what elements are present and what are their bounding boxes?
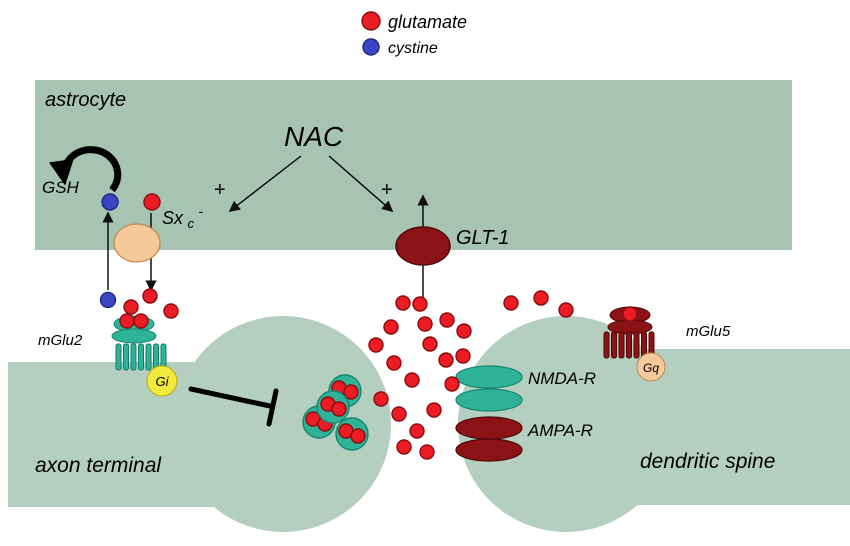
sxc-label-superscript: - — [198, 203, 203, 219]
inhibition-bar — [266, 388, 279, 427]
inhibition-tbar — [188, 386, 279, 427]
sxc-label: Sx c - — [162, 203, 203, 232]
plus-left-label: + — [214, 179, 226, 201]
glutamate-legend-label: glutamate — [388, 12, 467, 32]
plus-right-label: + — [381, 179, 393, 201]
glutamate-molecule — [395, 295, 411, 311]
dendrite-shaft — [628, 349, 850, 505]
mglu5-transmembrane-comb — [603, 331, 655, 359]
gsh-label: GSH — [42, 178, 80, 197]
inhibition-line — [188, 386, 273, 409]
glutamate-molecule — [417, 316, 433, 332]
astrocyte-region — [35, 80, 792, 250]
sxc-label-base: Sx — [162, 208, 184, 228]
mglu2-linker-domain — [111, 328, 157, 344]
mglu2-transmembrane-comb — [115, 343, 167, 371]
molecule-layer — [99, 193, 574, 460]
mglu2-label: mGlu2 — [38, 332, 83, 349]
nac-to-glt1-arrow — [328, 155, 394, 213]
gq-label: Gq — [643, 361, 659, 375]
nmda-subunit-top — [455, 365, 523, 389]
nmda-receptor — [455, 365, 523, 412]
glutamate-molecule — [343, 384, 359, 400]
glutamate-molecule — [439, 312, 455, 328]
nac-to-sxc-arrow — [228, 155, 302, 213]
glutamate-molecule — [119, 313, 135, 329]
glutamate-molecule — [455, 348, 471, 364]
glutamate-molecule — [438, 352, 454, 368]
gsh-recycling-arrow — [48, 146, 122, 193]
glutamate-molecule — [368, 337, 384, 353]
glutamate-legend-icon — [361, 11, 381, 31]
nac-label: NAC — [284, 121, 344, 152]
axon-terminal-label: axon terminal — [35, 454, 162, 477]
ampa-subunit-bottom — [455, 438, 523, 462]
glutamate-molecule — [533, 290, 549, 306]
astrocyte-label: astrocyte — [45, 89, 126, 111]
glutamate-molecule — [422, 336, 438, 352]
ampa-subunit-top — [455, 416, 523, 440]
glutamate-molecule — [426, 402, 442, 418]
mglu5-label: mGlu5 — [686, 323, 731, 340]
glutamate-molecule — [558, 302, 574, 318]
glutamate-molecule — [133, 313, 149, 329]
glutamate-molecule — [622, 306, 638, 322]
ampar-label: AMPA-R — [527, 421, 593, 440]
glutamate-molecule — [386, 355, 402, 371]
glutamate-molecule — [419, 444, 435, 460]
sxc-transporter — [113, 223, 161, 263]
glutamate-molecule — [142, 288, 158, 304]
glutamate-molecule — [503, 295, 519, 311]
sxc-label-subscript: c — [187, 216, 194, 231]
gq-protein — [636, 352, 666, 382]
axon-terminal-bouton — [175, 316, 391, 532]
vesicle-layer — [302, 374, 369, 451]
cystine-legend-icon — [362, 38, 380, 56]
gi-label: Gi — [156, 374, 170, 389]
glutamate-molecule — [350, 428, 366, 444]
nmdar-label: NMDA-R — [528, 369, 596, 388]
legend: glutamate cystine — [361, 11, 467, 57]
glutamate-molecule — [383, 319, 399, 335]
cystine-legend-label: cystine — [388, 40, 438, 57]
glutamate-molecule — [404, 372, 420, 388]
glutamate-molecule — [456, 323, 472, 339]
glt1-label: GLT-1 — [456, 227, 509, 249]
dendritic-spine-label: dendritic spine — [640, 450, 775, 473]
glutamate-molecule — [396, 439, 412, 455]
glt1-transporter — [395, 226, 451, 266]
glutamate-molecule — [331, 401, 347, 417]
glutamate-molecule — [391, 406, 407, 422]
cystine-molecule — [101, 193, 119, 211]
glutamate-molecule — [412, 296, 428, 312]
glutamate-molecule — [163, 303, 179, 319]
glutamate-molecule — [444, 376, 460, 392]
gi-protein — [146, 365, 178, 397]
glutamate-molecule — [143, 193, 161, 211]
nmda-subunit-bottom — [455, 388, 523, 412]
ampa-receptor — [455, 416, 523, 462]
glutamate-molecule — [123, 299, 139, 315]
bound-molecule-layer — [119, 306, 638, 329]
axon-terminal-region — [8, 316, 391, 532]
glutamate-molecule — [373, 391, 389, 407]
glutamate-molecule — [409, 423, 425, 439]
cystine-molecule — [99, 291, 117, 309]
